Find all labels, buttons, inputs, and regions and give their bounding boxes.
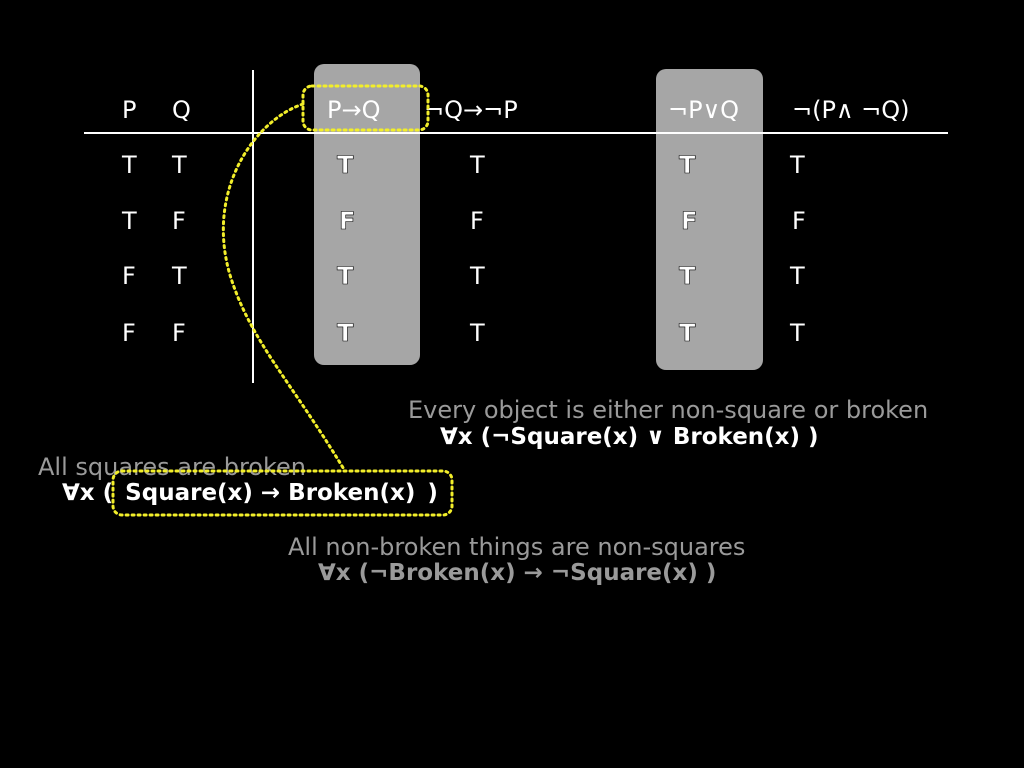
table-cell: F	[470, 207, 484, 235]
header-p: P	[122, 96, 137, 124]
header-q: Q	[172, 96, 191, 124]
table-cell: T	[172, 151, 187, 179]
all-squares-formula: ∀x ( Square(x) → Broken(x) )	[62, 480, 438, 506]
dotted-box-formula	[111, 469, 454, 517]
table-cell: T	[337, 319, 354, 348]
table-cell: T	[470, 262, 485, 290]
every-object-formula: ∀x (¬Square(x) ∨ Broken(x) )	[440, 424, 819, 450]
table-cell: T	[122, 151, 137, 179]
header-contrapositive: ¬Q→¬P	[424, 96, 518, 124]
table-cell: T	[679, 262, 696, 291]
all-squares-close: )	[427, 480, 438, 506]
dotted-connector-line	[221, 102, 347, 473]
header-p-implies-q: P→Q	[327, 96, 381, 124]
table-cell: T	[172, 262, 187, 290]
header-not-p-and-not-q: ¬(P∧ ¬Q)	[792, 96, 910, 124]
table-cell: T	[470, 319, 485, 347]
table-cell: T	[337, 151, 354, 180]
all-squares-caption: All squares are broken	[38, 453, 306, 481]
table-header-divider	[84, 132, 948, 134]
table-cell: T	[790, 151, 805, 179]
table-cell: F	[681, 207, 698, 236]
table-cell: T	[122, 207, 137, 235]
header-not-p-or-q: ¬P∨Q	[668, 96, 740, 124]
table-cell: F	[172, 207, 186, 235]
every-object-caption: Every object is either non-square or bro…	[408, 396, 929, 424]
highlight-column-p-implies-q	[314, 64, 420, 365]
table-cell: T	[337, 262, 354, 291]
table-cell: T	[679, 151, 696, 180]
all-squares-body: Square(x) → Broken(x)	[125, 480, 416, 506]
table-cell: T	[679, 319, 696, 348]
table-cell: F	[122, 262, 136, 290]
non-broken-formula: ∀x (¬Broken(x) → ¬Square(x) )	[318, 560, 717, 586]
non-broken-caption: All non-broken things are non-squares	[288, 533, 746, 561]
table-column-divider	[252, 70, 254, 383]
table-cell: F	[792, 207, 806, 235]
table-cell: F	[122, 319, 136, 347]
highlight-column-not-p-or-q	[656, 69, 763, 370]
all-squares-quantifier: ∀x (	[62, 480, 114, 506]
table-cell: T	[790, 262, 805, 290]
table-cell: F	[172, 319, 186, 347]
table-cell: T	[790, 319, 805, 347]
dotted-box-header	[301, 84, 430, 132]
table-cell: F	[339, 207, 356, 236]
table-cell: T	[470, 151, 485, 179]
